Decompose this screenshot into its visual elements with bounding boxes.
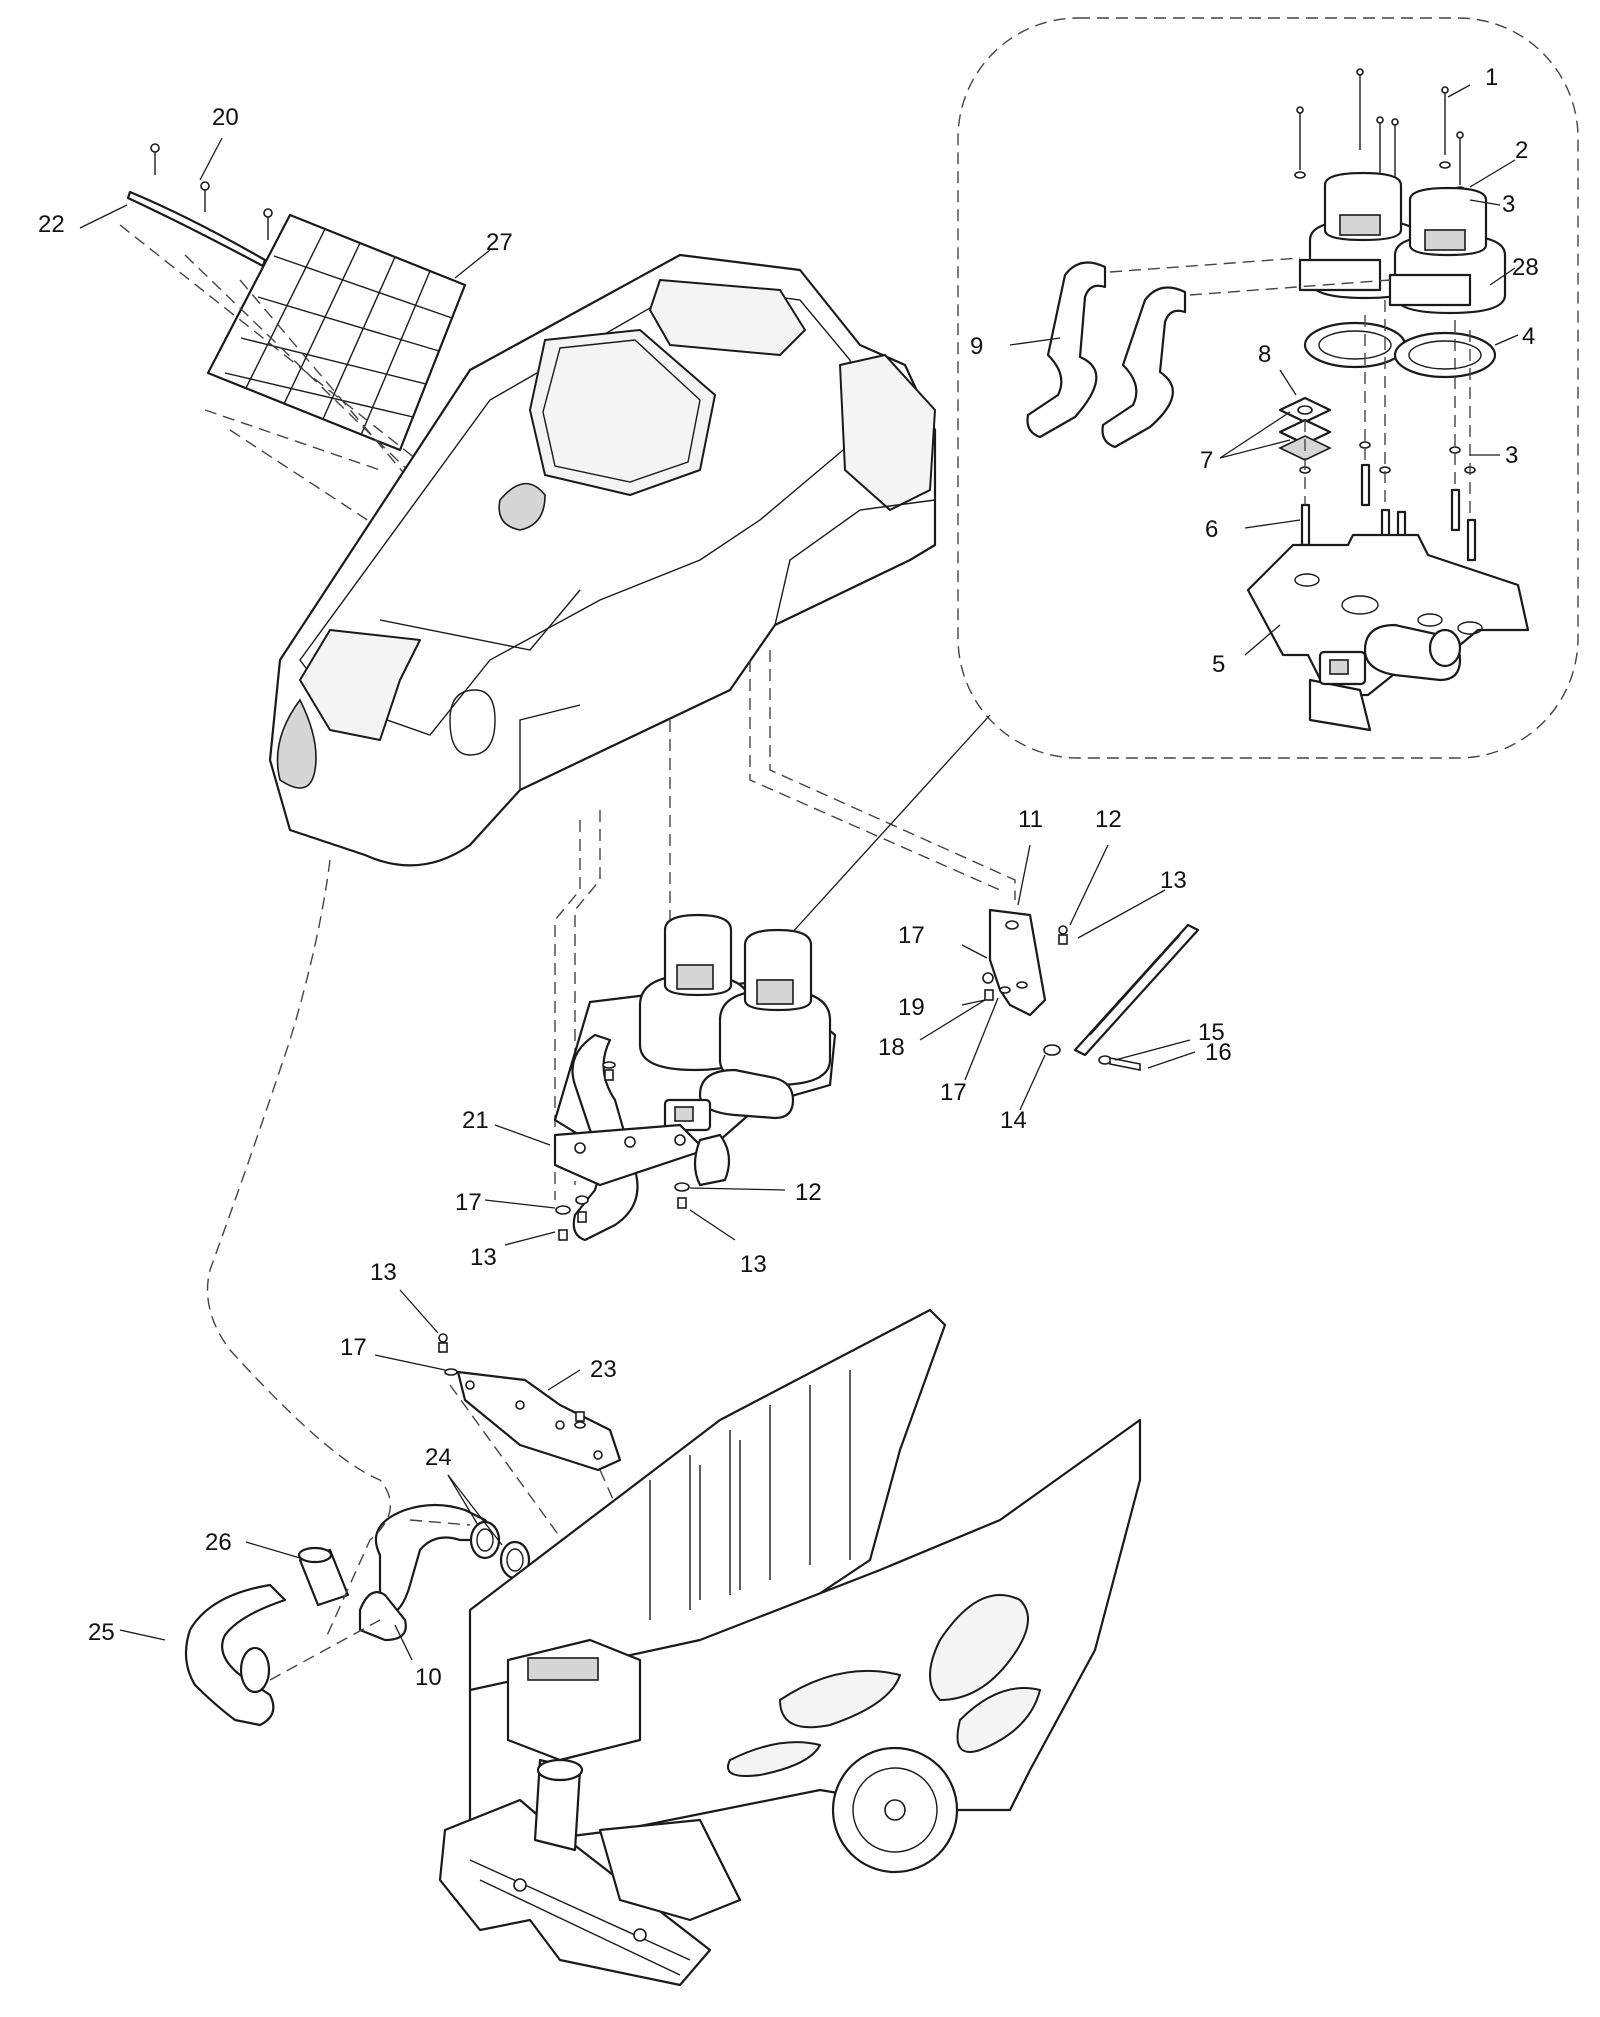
callout-7: 7 [1200, 447, 1213, 474]
rod-15 [1073, 923, 1200, 1057]
callout-27: 27 [486, 229, 513, 256]
callout-9: 9 [970, 333, 983, 360]
callout-12b: 12 [795, 1179, 822, 1206]
callout-17c: 17 [455, 1189, 482, 1216]
callout-20: 20 [212, 104, 239, 131]
standoffs [1299, 441, 1477, 562]
wheel [831, 1746, 959, 1874]
filter-strip [126, 143, 273, 268]
leader-lines [79, 84, 1519, 1661]
motor-hoses [1026, 261, 1187, 449]
callout-26: 26 [205, 1529, 232, 1556]
callout-28: 28 [1512, 254, 1539, 281]
mounting-plate [1246, 533, 1530, 732]
callout-22: 22 [38, 211, 65, 238]
callout-17: 17 [898, 922, 925, 949]
callout-15: 15 [1198, 1019, 1225, 1046]
callout-17d: 17 [340, 1334, 367, 1361]
motor-gaskets [1303, 321, 1497, 379]
callout-3: 3 [1502, 191, 1515, 218]
motor-assembly [553, 913, 837, 1242]
callout-13b: 13 [470, 1244, 497, 1271]
filter-assembly [119, 143, 521, 621]
mid-pump [663, 1068, 795, 1132]
callout-4: 4 [1522, 323, 1535, 350]
callout-16: 16 [1205, 1039, 1232, 1066]
wand-mount [438, 1758, 712, 1987]
callout-19: 19 [898, 994, 925, 1021]
solenoid-pump [1318, 623, 1462, 686]
coupler-26 [297, 1546, 350, 1607]
callout-8: 8 [1258, 341, 1271, 368]
callout-13: 13 [1160, 867, 1187, 894]
callout-5: 5 [1212, 651, 1225, 678]
callout-3b: 3 [1505, 442, 1518, 469]
callout-12: 12 [1095, 806, 1122, 833]
callout-10: 10 [415, 1664, 442, 1691]
callout-18: 18 [878, 1034, 905, 1061]
callout-21: 21 [462, 1107, 489, 1134]
detail-inset [957, 17, 1579, 759]
hose-25 [184, 1583, 287, 1727]
recovery-tank [268, 253, 937, 867]
mounting-bracket-21 [553, 1123, 707, 1187]
callout-11: 11 [1018, 806, 1043, 833]
callout-2: 2 [1515, 137, 1528, 164]
callout-14: 14 [1000, 1107, 1027, 1134]
callout-labels: 1 2 3 28 4 3 9 8 7 6 5 20 22 27 11 12 13… [38, 64, 1539, 1691]
callout-25: 25 [88, 1619, 115, 1646]
callout-23: 23 [590, 1356, 617, 1383]
callout-6: 6 [1205, 516, 1218, 543]
hose-clamps-24 [469, 1520, 531, 1580]
lower-hardware [555, 1061, 690, 1241]
callout-1: 1 [1485, 64, 1498, 91]
mid-motor-right [718, 928, 832, 1087]
callout-24: 24 [425, 1444, 452, 1471]
bracket-23 [438, 1333, 622, 1472]
bracket-11 [982, 908, 1068, 1017]
fasteners-14-16 [1043, 1044, 1141, 1071]
callout-13c: 13 [740, 1251, 767, 1278]
callout-17b: 17 [940, 1079, 967, 1106]
filter-grid [206, 213, 467, 452]
inset-frame [957, 17, 1579, 759]
vacuum-motor-right [1388, 186, 1507, 315]
callout-13d: 13 [370, 1259, 397, 1286]
base-unit [438, 1308, 1142, 1987]
